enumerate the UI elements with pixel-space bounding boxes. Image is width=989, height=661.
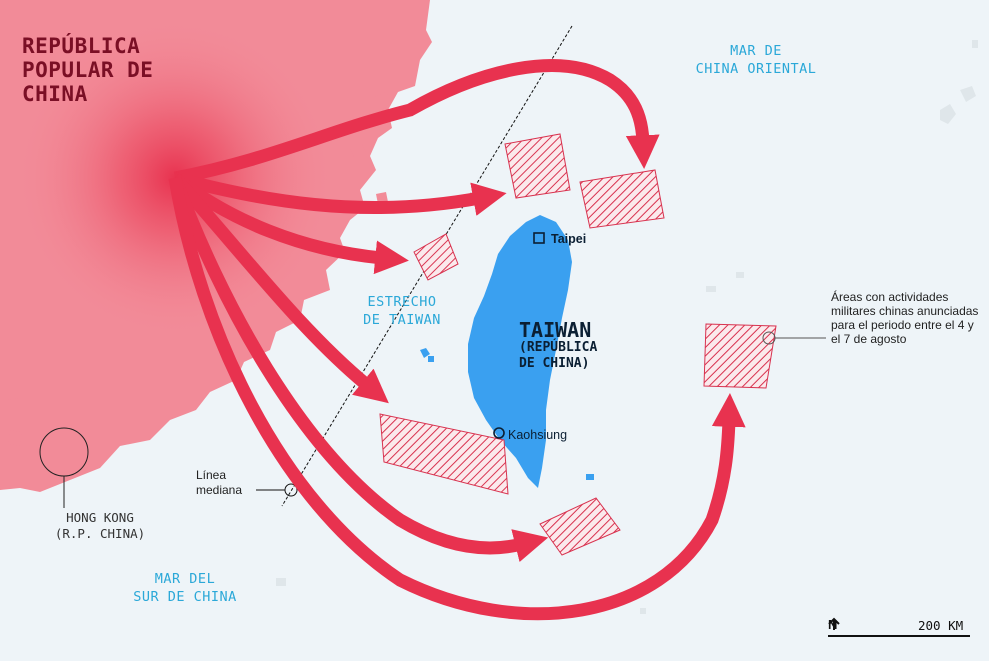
- zone-south-west: [379, 413, 509, 495]
- zone-strait: [413, 233, 459, 281]
- zone-north-west: [504, 133, 571, 199]
- east-china-sea-label: MAR DE CHINA ORIENTAL: [695, 43, 817, 77]
- arrow-north-loop: [173, 59, 660, 185]
- deployment-arrows: [168, 59, 746, 621]
- zone-south: [539, 497, 621, 556]
- taiwan-label: TAIWAN: [519, 318, 592, 342]
- exercise-areas-note: Áreas con actividades militares chinas a…: [831, 290, 979, 346]
- taiwan-strait-label: ESTRECHO DE TAIWAN: [363, 294, 441, 328]
- penghu-islands: [420, 348, 434, 362]
- arrow-south: [168, 175, 549, 563]
- ryukyu-islands: [276, 40, 978, 614]
- zone-east: [703, 323, 777, 389]
- north-label: N: [828, 617, 838, 632]
- small-island-east: [586, 474, 594, 480]
- kaohsiung-marker: [493, 427, 505, 439]
- coastal-islands: [4, 92, 392, 446]
- zone-north-east: [579, 169, 665, 229]
- hong-kong-label: HONG KONG (R.P. CHINA): [54, 510, 146, 541]
- taiwan-sublabel: (REPÚBLICA DE CHINA): [519, 340, 598, 371]
- taipei-marker: [533, 232, 545, 244]
- arrow-north: [173, 171, 507, 216]
- taiwan-island: [468, 215, 572, 488]
- north-arrow-icon: [828, 617, 840, 630]
- exercise-zones: [379, 133, 777, 556]
- scale-label: 200 KM: [918, 618, 964, 633]
- kaohsiung-label: Kaohsiung: [508, 428, 568, 442]
- arrow-east-loop: [168, 176, 746, 621]
- median-line-label: Línea mediana: [196, 468, 243, 497]
- taipei-label: Taipei: [551, 232, 587, 246]
- china-label: REPÚBLICA POPULAR DE CHINA: [22, 34, 154, 106]
- arrow-south-west: [170, 173, 389, 404]
- south-china-sea-label: MAR DEL SUR DE CHINA: [133, 571, 237, 605]
